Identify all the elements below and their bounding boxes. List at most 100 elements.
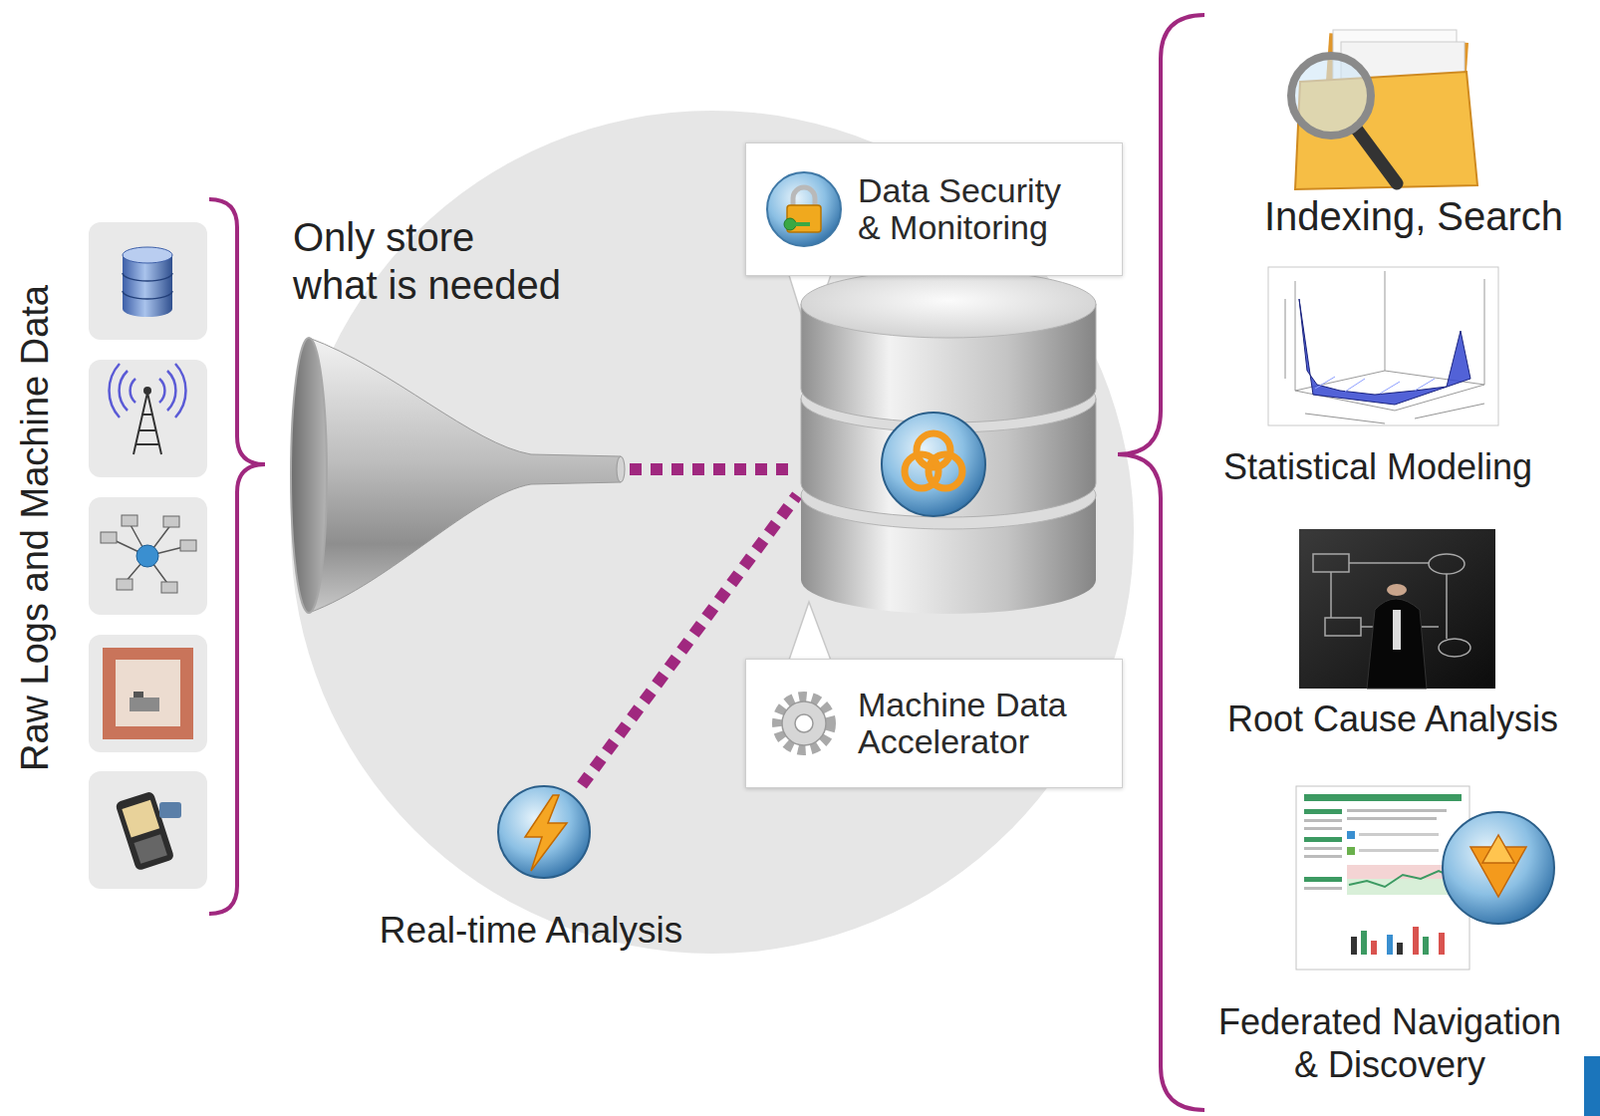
- root-cause-photo: [1366, 598, 1427, 689]
- federated-logo: [1442, 811, 1555, 924]
- lightning-badge: [495, 783, 593, 881]
- device-photo-icon: [133, 691, 144, 698]
- dashboard-screenshot: [1304, 826, 1342, 830]
- capability-caption: Root Cause Analysis: [1227, 697, 1559, 741]
- root-cause-photo: [1325, 617, 1361, 636]
- dashboard-screenshot: [1346, 816, 1437, 820]
- statistical-plot-image: [1315, 376, 1435, 394]
- node-text: Only store what is needed: [282, 213, 565, 309]
- lightning-badge: [498, 786, 590, 878]
- dashboard-screenshot: [1304, 808, 1342, 814]
- dashboard-screenshot: [1304, 876, 1342, 882]
- dashboard-screenshot: [1412, 926, 1419, 955]
- dashboard-screenshot: [1396, 942, 1403, 955]
- root-cause-photo: [1313, 553, 1349, 572]
- mobile-phone-icon: [159, 801, 182, 818]
- device-photo-icon: [102, 647, 194, 740]
- dashboard-screenshot: [1304, 886, 1342, 890]
- corner-logo-fragment: [1584, 1056, 1600, 1116]
- dashboard-screenshot: [1350, 936, 1357, 955]
- dashboard-screenshot: [1346, 846, 1355, 855]
- root-cause-photo: [1428, 553, 1465, 574]
- source-icon-tiles: [88, 771, 208, 889]
- source-icon-tiles: [88, 222, 208, 340]
- network-icon: [116, 578, 133, 590]
- dashboard-screenshot: [1422, 936, 1429, 955]
- callout-pointers: [787, 601, 833, 666]
- statistical-plot-image: [1295, 270, 1485, 411]
- source-icon-tiles: [88, 634, 208, 753]
- network-icon: [100, 532, 117, 543]
- left-brace: [209, 199, 266, 914]
- federated-logo: [1442, 811, 1555, 924]
- root-cause-photo: [1299, 529, 1496, 689]
- database-icon: [122, 247, 173, 264]
- database-logo: [928, 454, 963, 489]
- folder-search-image: [1291, 55, 1371, 136]
- source-icon-tiles: [88, 359, 208, 478]
- root-cause-photo: [1299, 529, 1496, 689]
- network-icon: [121, 515, 138, 527]
- dashboard-screenshot: [1304, 794, 1462, 801]
- statistical-plot-image: [1268, 266, 1499, 426]
- source-icon-tiles: [88, 497, 208, 615]
- dashboard-screenshot: [1304, 854, 1342, 858]
- badge-node: Real-time Analysis: [379, 783, 683, 953]
- database-cylinder: [800, 269, 1096, 614]
- capability-caption: Statistical Modeling: [1223, 445, 1533, 489]
- dashboard-screenshot: [1358, 832, 1439, 836]
- right-brace: [1117, 14, 1205, 1110]
- root-cause-photo: [1392, 609, 1401, 650]
- database-icon: [122, 300, 173, 317]
- dashboard-screenshot: [1346, 830, 1355, 839]
- dashboard-screenshot: [1348, 870, 1453, 887]
- dashboard-screenshot: [1304, 846, 1342, 850]
- mobile-phone-icon: [133, 833, 167, 864]
- device-photo-icon: [102, 647, 194, 740]
- funnel-illustration: [290, 337, 625, 613]
- node-text: Data Security & Monitoring: [857, 172, 1087, 246]
- capability-caption: Federated Navigation & Discovery: [1210, 1000, 1570, 1086]
- antenna-icon: [109, 363, 187, 418]
- gear-icon: [764, 683, 844, 764]
- dashboard-screenshot: [1304, 818, 1342, 822]
- antenna-icon: [109, 363, 187, 455]
- network-icon: [161, 581, 178, 593]
- mobile-phone-icon: [121, 800, 160, 838]
- lock-icon: [767, 172, 841, 247]
- federated-logo: [1482, 834, 1515, 863]
- database-icon: [122, 272, 173, 299]
- dashboard-screenshot: [1304, 836, 1342, 842]
- dashboard-screenshot: [1438, 932, 1445, 955]
- dashboard-screenshot: [1358, 848, 1439, 852]
- left-brace: [209, 199, 266, 914]
- antenna-icon: [133, 392, 162, 455]
- dashboard-screenshot: [1360, 930, 1367, 955]
- device-photo-icon: [129, 697, 160, 712]
- database-icon: [122, 247, 173, 317]
- axis-group-label: Raw Logs and Machine Data: [12, 284, 59, 772]
- database-logo: [881, 412, 986, 517]
- right-brace: [1117, 14, 1205, 1110]
- antenna-icon: [143, 386, 152, 395]
- network-icon: [109, 523, 188, 586]
- folder-search-image: [1356, 129, 1397, 184]
- dashboard-screenshot: [1346, 808, 1447, 812]
- dashboard-screenshot: [1370, 940, 1377, 955]
- database-cylinder: [800, 269, 1096, 338]
- funnel-shape: Only store what is needed: [282, 213, 632, 612]
- folder-search-image: [1291, 29, 1478, 190]
- device-photo-icon: [115, 659, 181, 727]
- network-icon: [100, 515, 197, 593]
- statistical-plot-image: [1299, 298, 1471, 405]
- gear-icon: [777, 696, 831, 751]
- dashboard-screenshot: [1386, 934, 1393, 955]
- callout-box: Data Security & Monitoring: [745, 142, 1123, 276]
- statistical-plot-image: [1268, 266, 1499, 426]
- mobile-phone-icon: [114, 791, 182, 872]
- root-cause-photo: [1438, 638, 1471, 657]
- dotted-flow-lines: [629, 463, 798, 476]
